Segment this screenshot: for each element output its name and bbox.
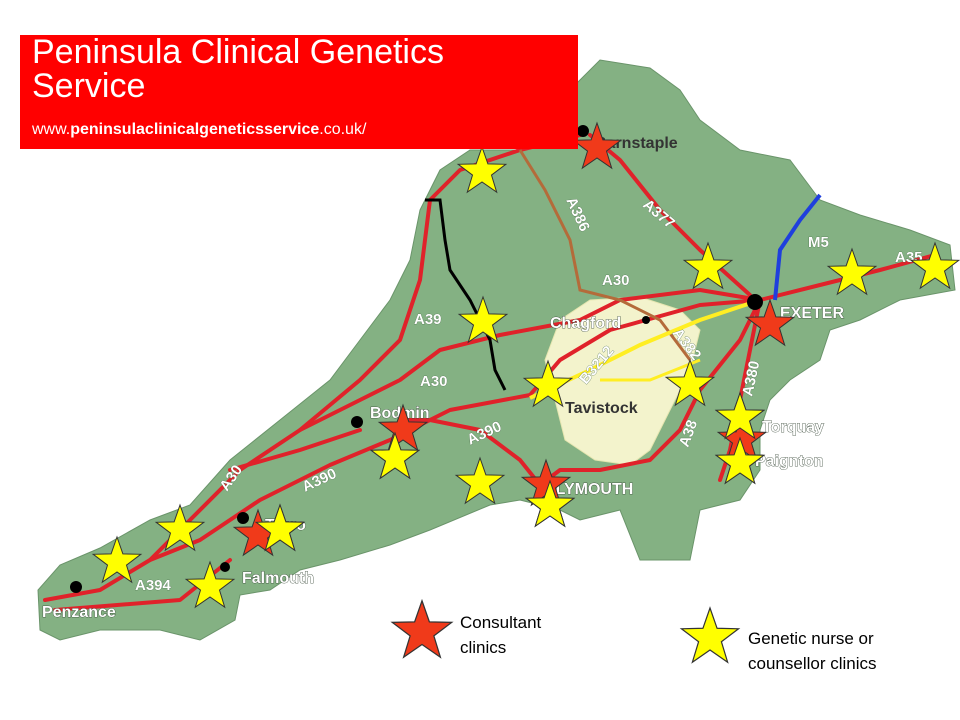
label-a39: A39 xyxy=(414,311,442,328)
town-barnstaple: Barnstaple xyxy=(595,135,678,152)
town-dots xyxy=(70,125,763,593)
legend-consultant-star xyxy=(391,600,453,658)
title-banner: Peninsula Clinical Genetics Service www.… xyxy=(20,35,578,149)
town-falmouth: Falmouth xyxy=(242,570,314,587)
county-boundary xyxy=(425,198,507,391)
legend-nurse-line-2: counsellor clinics xyxy=(748,654,877,673)
label-m5: M5 xyxy=(808,234,829,251)
town-penzance: Penzance xyxy=(42,604,116,621)
label-a394: A394 xyxy=(135,577,172,594)
label-a30-mid: A30 xyxy=(420,373,448,390)
legend-consultant-line-2: clinics xyxy=(460,638,507,657)
url-suffix: .co.uk/ xyxy=(319,121,367,138)
road-tavistock-link xyxy=(600,358,701,382)
legend-consultant-line-1: Consultant xyxy=(460,613,542,632)
town-exeter: EXETER xyxy=(780,305,844,322)
title-line-1: Peninsula Clinical Genetics xyxy=(32,33,444,71)
label-a30-north: A30 xyxy=(602,272,630,289)
page-title: Peninsula Clinical Genetics Service xyxy=(32,35,444,103)
url-domain: peninsulaclinicalgeneticsservice xyxy=(70,121,320,138)
town-torquay: Torquay xyxy=(762,419,824,436)
legend-nurse-label: Genetic nurse or counsellor clinics xyxy=(748,626,877,676)
road-a386 xyxy=(518,149,692,361)
town-paignton: Paignton xyxy=(755,453,823,470)
website-url[interactable]: www.peninsulaclinicalgeneticsservice.co.… xyxy=(32,121,366,139)
town-chagford: Chagford xyxy=(550,315,621,332)
main-roads xyxy=(43,133,937,612)
legend-nurse-line-1: Genetic nurse or xyxy=(748,629,874,648)
town-plymouth: PLYMOUTH xyxy=(545,481,633,498)
road-m5 xyxy=(773,193,822,301)
town-tavistock: Tavistock xyxy=(565,400,638,417)
legend-consultant-label: Consultant clinics xyxy=(460,610,541,660)
legend-nurse-star xyxy=(680,607,740,663)
title-line-2: Service xyxy=(32,67,146,105)
url-prefix: www. xyxy=(32,121,71,138)
